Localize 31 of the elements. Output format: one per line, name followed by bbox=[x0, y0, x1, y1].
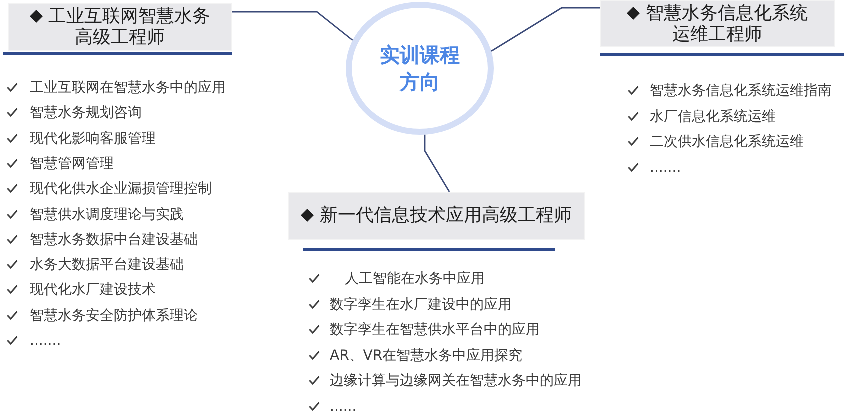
list-item: ....... bbox=[650, 159, 682, 178]
list-item: 工业互联网在智慧水务中的应用 bbox=[30, 79, 226, 98]
heading-text: 新一代信息技术应用高级工程师 bbox=[320, 205, 572, 226]
list-item: 现代化供水企业漏损管理控制 bbox=[30, 180, 212, 199]
list-item: 边缘计算与边缘网关在智慧水务中的应用 bbox=[330, 372, 582, 391]
list-item: 智慧水务数据中台建设基础 bbox=[30, 231, 198, 250]
connector-line bbox=[491, 7, 600, 52]
list-item: 智慧水务安全防护体系理论 bbox=[30, 307, 198, 326]
list-item: 现代化影响客服管理 bbox=[30, 130, 156, 149]
heading-box bbox=[288, 192, 585, 240]
connector-line bbox=[232, 11, 354, 42]
list-item: 智慧供水调度理论与实践 bbox=[30, 206, 184, 225]
connector-line bbox=[424, 134, 450, 192]
list-item: AR、VR在智慧水务中应用探究 bbox=[330, 347, 523, 366]
topic-text: 实训课程方向 bbox=[379, 42, 461, 96]
list-item: 二次供水信息化系统运维 bbox=[650, 133, 804, 152]
list-item: 智慧水务规划咨询 bbox=[30, 104, 142, 123]
heading-box bbox=[8, 3, 232, 51]
heading-box bbox=[600, 0, 835, 47]
heading-text: 智慧水务信息化系统运维工程师 bbox=[646, 3, 808, 45]
heading-text: 工业互联网智慧水务高级工程师 bbox=[48, 6, 210, 48]
list-item: 人工智能在水务中应用 bbox=[345, 270, 485, 289]
list-item: ...... bbox=[330, 398, 357, 416]
list-item: 水务大数据平台建设基础 bbox=[30, 256, 184, 275]
list-item: 现代化水厂建设技术 bbox=[30, 281, 156, 300]
list-item: 水厂信息化系统运维 bbox=[650, 108, 776, 127]
list-item: 智慧管网管理 bbox=[30, 155, 114, 174]
list-item: 智慧水务信息化系统运维指南 bbox=[650, 82, 832, 101]
list-item: 数字孪生在智慧供水平台中的应用 bbox=[330, 321, 540, 340]
list-item: ....... bbox=[30, 332, 62, 351]
list-item: 数字孪生在水厂建设中的应用 bbox=[330, 296, 512, 315]
